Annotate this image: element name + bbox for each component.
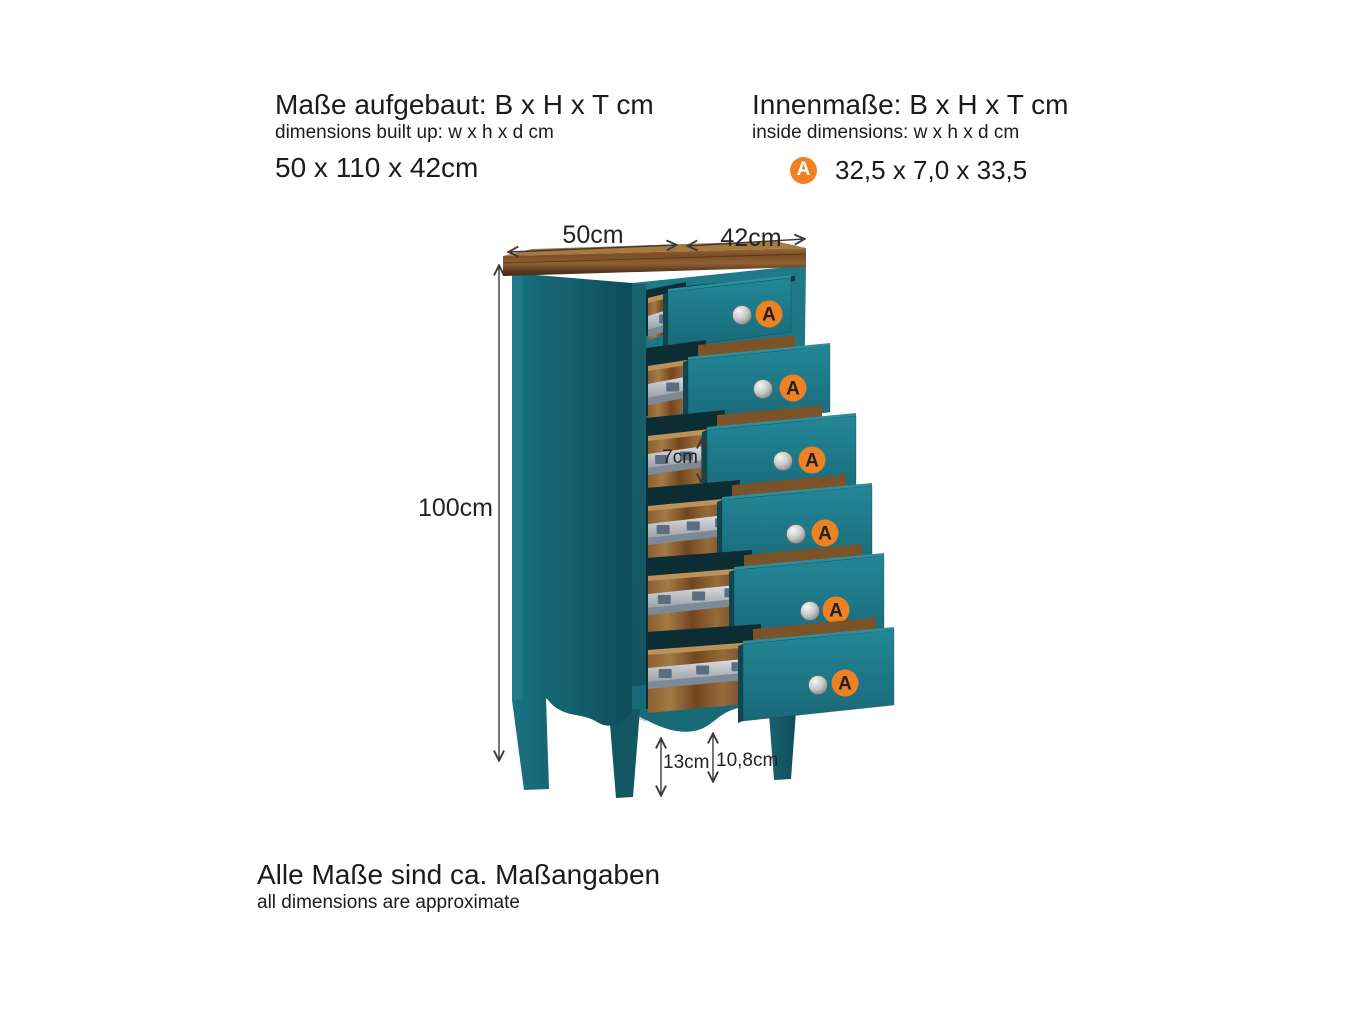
inside-dimensions-block: Innenmaße: B x H x T cm inside dimension…	[752, 88, 1068, 186]
drawer-2: A	[646, 335, 831, 430]
drawer-4: A	[646, 474, 873, 576]
size-badge	[822, 596, 850, 624]
cabinet-front-left-stile-shadow	[632, 283, 646, 722]
drawer-front-top-edge	[668, 275, 791, 292]
drawer-1: A	[646, 275, 792, 350]
slide-bearing-clip	[679, 451, 693, 461]
drawer-front-side-edge	[683, 360, 688, 430]
drawer-box-rim	[732, 474, 846, 499]
top-molding-line	[502, 253, 807, 264]
size-badge-letter: A	[829, 601, 843, 622]
slide-bearing-clip	[686, 521, 700, 531]
size-badge	[798, 446, 826, 474]
inside-dimensions-subtitle: inside dimensions: w x h x d cm	[752, 122, 1020, 144]
drawer-slide-rail-lower	[648, 672, 755, 689]
drawer-box-rim	[717, 405, 822, 429]
drawer-slide-rail-lower	[648, 528, 734, 545]
cabinet-side-panel	[512, 273, 632, 790]
slide-bearing-clip	[655, 455, 669, 464]
slide-bearing-clip	[656, 525, 670, 534]
inside-dimensions-title: Innenmaße: B x H x T cm	[752, 89, 1069, 120]
slide-bearing-clip	[666, 382, 680, 392]
drawer-box-top-edge	[648, 568, 746, 581]
size-badge-letter: A	[762, 305, 776, 326]
size-badge-letter: A	[786, 379, 800, 400]
drawer-front-top-edge	[707, 413, 856, 430]
size-badge	[755, 300, 783, 328]
size-badge	[831, 669, 859, 697]
size-badge-letter: A	[805, 451, 819, 472]
size-badge	[779, 374, 807, 402]
slide-bearing-clip	[657, 595, 671, 604]
drawer-box-top-edge	[648, 498, 734, 511]
inside-dimensions-row: A 32,5 x 7,0 x 33,5	[790, 155, 1068, 186]
approx-note-subtitle: all dimensions are approximate	[257, 892, 520, 914]
drawer-front-top-edge	[734, 553, 884, 570]
depth-dimension-line	[688, 239, 804, 246]
drawer-box-top-edge	[648, 428, 719, 441]
slide-bearing-clip	[692, 591, 706, 601]
depth-dimension-label: 42cm	[720, 224, 781, 252]
drawer-front-top-edge	[722, 483, 872, 500]
size-badge	[811, 519, 839, 547]
drawer-knob	[773, 451, 793, 471]
inside-dimensions-value: 32,5 x 7,0 x 33,5	[835, 154, 1028, 185]
side-panel-edge-highlight	[512, 273, 523, 700]
drawer-knob	[808, 675, 828, 695]
drawer-slide-rail-lower	[648, 598, 746, 615]
size-badge-letter: A	[818, 524, 832, 545]
drawer-6: A	[646, 617, 895, 723]
drawer-knob	[786, 524, 806, 544]
height-dimension-label: 100cm	[418, 494, 493, 522]
drawer-box-rim	[753, 617, 876, 643]
slide-bearing-clip	[696, 665, 710, 675]
drawer-box-rim	[698, 335, 795, 359]
drawer-height-dimension-label: 7cm	[662, 447, 698, 468]
front-right-leg	[768, 698, 797, 780]
size-badge-a: A	[790, 156, 817, 184]
drawer-front-side-edge	[738, 644, 743, 723]
built-dimensions-block: Maße aufgebaut: B x H x T cm dimensions …	[275, 88, 654, 184]
back-left-leg	[609, 709, 640, 798]
drawer-front	[667, 277, 792, 349]
drawer-knob	[753, 379, 773, 399]
approx-note-title: Alle Maße sind ca. Maßangaben	[257, 859, 661, 890]
slide-bearing-clip	[658, 669, 672, 678]
leg-height-dimension-label: 13cm	[663, 752, 709, 773]
dimension-annotations: 50cm 42cm 100cm 7cm 13cm 10,8cm	[418, 221, 804, 795]
drawer-front-top-edge	[688, 343, 830, 360]
drawers: A A A A A A	[646, 275, 895, 723]
drawer-box-rim	[744, 544, 862, 569]
size-badge-letter: A	[838, 674, 852, 695]
drawer-knob	[800, 601, 820, 621]
drawer-front-top-edge	[743, 627, 894, 644]
approx-note-block: Alle Maße sind ca. Maßangaben all dimens…	[257, 858, 660, 916]
drawer-5: A	[646, 544, 885, 648]
clearance-dimension-label: 10,8cm	[716, 750, 778, 771]
drawer-front-side-edge	[663, 292, 668, 350]
built-dimensions-title: Maße aufgebaut: B x H x T cm	[275, 89, 654, 120]
drawer-knob	[732, 305, 752, 325]
built-dimensions-value: 50 x 110 x 42cm	[275, 151, 479, 183]
width-dimension-label: 50cm	[562, 221, 623, 249]
drawer-box-top-edge	[648, 642, 755, 655]
width-dimension-line	[509, 245, 676, 252]
built-dimensions-subtitle: dimensions built up: w x h x d cm	[275, 122, 554, 144]
